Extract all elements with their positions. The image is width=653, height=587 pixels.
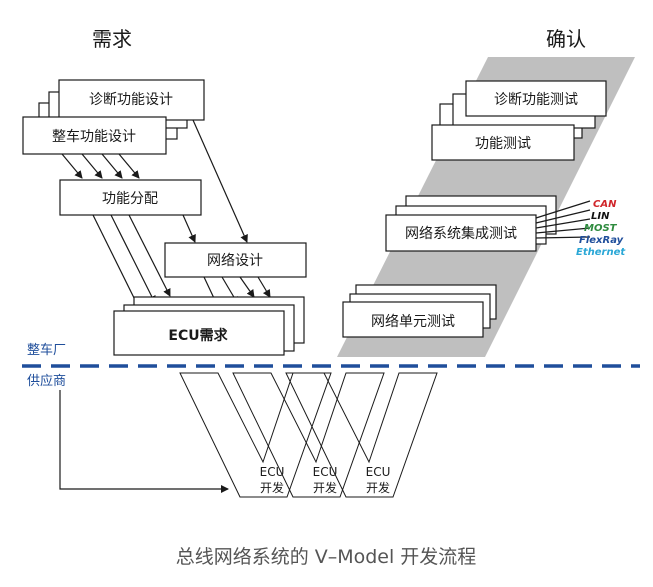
arrow-line <box>101 153 123 179</box>
unit-test-label: 网络单元测试 <box>371 314 455 330</box>
arrow-line <box>81 153 103 179</box>
arrow-line <box>257 276 271 298</box>
diag-design-label: 诊断功能设计 <box>89 92 173 108</box>
ecu-req-stack: ECU需求 <box>113 296 305 356</box>
integration-test-stack: 网络系统集成测试 <box>385 195 557 252</box>
diagram-caption: 总线网络系统的 V–Model 开发流程 <box>176 546 477 568</box>
arrow-line <box>92 214 141 311</box>
arrow-line <box>110 214 156 304</box>
vehicle-func-design-label: 整车功能设计 <box>52 128 136 145</box>
requirements-header: 需求 <box>92 27 132 51</box>
bus-can-label: CAN <box>593 199 617 210</box>
bus-lin-label: LIN <box>591 211 610 222</box>
ecu-dev-3-line2: 开发 <box>366 480 390 495</box>
arrow-line <box>239 276 255 298</box>
vehicle-func-design-box: 整车功能设计 <box>22 116 167 155</box>
diag-test-label: 诊断功能测试 <box>494 92 578 108</box>
oem-label: 整车厂 <box>27 342 66 358</box>
ecu-dev-2-line2: 开发 <box>313 480 337 495</box>
func-alloc-label: 功能分配 <box>102 191 158 207</box>
bus-flexray-label: FlexRay <box>579 235 624 246</box>
arrow-line <box>182 214 196 243</box>
func-test-label: 功能测试 <box>475 136 531 152</box>
network-design-label: 网络设计 <box>207 253 263 269</box>
supplier-arrow <box>59 390 229 493</box>
ecu-dev-3-line1: ECU <box>366 465 391 479</box>
arrow-line <box>61 153 83 179</box>
ecu-dev-1-line1: ECU <box>260 465 285 479</box>
arrow-line <box>192 119 248 243</box>
confirmation-header: 确认 <box>546 27 586 51</box>
supplier-label: 供应商 <box>27 373 66 389</box>
ecu-dev-v-shapes <box>179 372 438 498</box>
network-design-box: 网络设计 <box>164 242 307 278</box>
ecu-dev-2-line1: ECU <box>313 465 338 479</box>
func-alloc-box: 功能分配 <box>59 179 202 216</box>
integration-test-label: 网络系统集成测试 <box>405 225 517 242</box>
ecu-dev-1-line2: 开发 <box>260 480 284 495</box>
unit-test-stack: 网络单元测试 <box>342 284 497 338</box>
bus-ethernet-label: Ethernet <box>576 247 626 258</box>
func-test-box: 功能测试 <box>431 124 575 161</box>
bus-most-label: MOST <box>584 223 618 234</box>
ecu-req-label: ECU需求 <box>168 327 228 344</box>
arrow-line <box>118 153 140 179</box>
bus-lines <box>535 200 591 239</box>
arrow-line <box>128 214 171 297</box>
